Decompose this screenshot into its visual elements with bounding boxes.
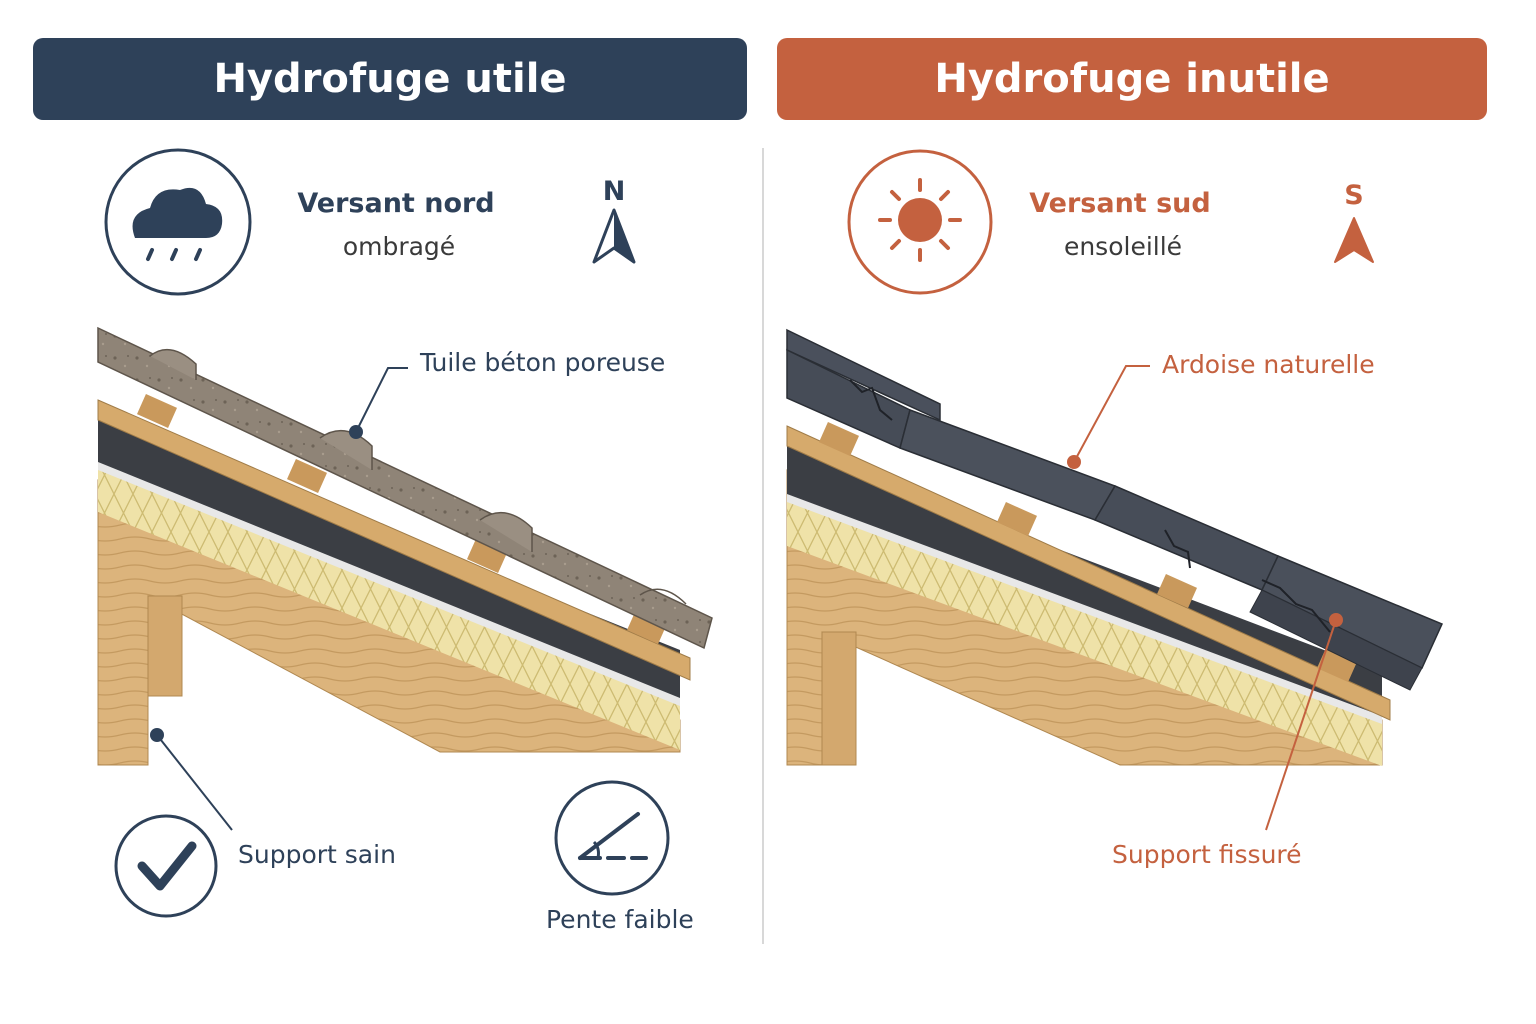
south-compass-icon	[1334, 217, 1374, 263]
check-icon	[114, 814, 218, 918]
right-aspect-subtitle: ensoleillé	[1063, 232, 1183, 261]
right-panel-title: Hydrofuge inutile	[777, 38, 1487, 120]
left-roof-cross-section	[97, 326, 713, 766]
support-label-leader	[150, 728, 233, 831]
left-panel-title: Hydrofuge utile	[33, 38, 747, 120]
north-compass-icon	[592, 208, 636, 264]
cracked-support-leader	[1265, 613, 1343, 831]
sun-icon	[847, 149, 993, 295]
rain-cloud-icon	[104, 148, 252, 296]
tile-label-leader	[349, 367, 408, 439]
right-material-label: Ardoise naturelle	[1162, 350, 1375, 379]
right-roof-cross-section	[786, 328, 1444, 766]
north-compass-letter: N	[602, 176, 626, 207]
left-aspect-title: Versant nord	[297, 188, 495, 219]
left-aspect-subtitle: ombragé	[342, 232, 456, 261]
left-material-label: Tuile béton poreuse	[420, 348, 666, 377]
panel-divider	[762, 148, 764, 944]
slate-label-leader	[1067, 365, 1150, 469]
slope-label: Pente faible	[546, 905, 694, 934]
slope-angle-icon	[554, 780, 670, 896]
south-compass-letter: S	[1344, 180, 1364, 211]
left-support-label: Support sain	[238, 840, 396, 869]
right-aspect-title: Versant sud	[1029, 188, 1211, 219]
right-support-label: Support fissuré	[1112, 840, 1302, 869]
